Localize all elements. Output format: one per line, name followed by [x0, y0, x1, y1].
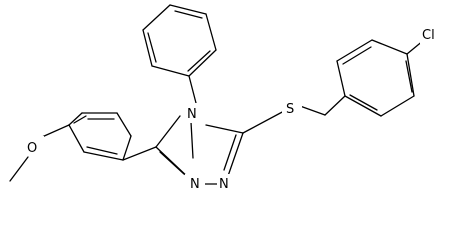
- bonds: [9, 4, 425, 185]
- molecule-diagram: Cl S N N N O: [9, 4, 442, 190]
- chlorine-label: Cl: [420, 24, 442, 44]
- chlorine-atom-text: Cl: [422, 28, 435, 43]
- sulfur-atom-text: S: [286, 102, 294, 117]
- n2-label: N: [185, 174, 205, 190]
- triazole-ring: [155, 75, 244, 185]
- oxygen-atom-text: O: [27, 141, 37, 156]
- chlorophenyl-ring: [336, 39, 425, 117]
- phenyl-ring: [142, 4, 217, 77]
- atom-labels: Cl S N N N O: [24, 24, 442, 190]
- n2-atom-text: N: [190, 177, 200, 190]
- sulfur-label: S: [282, 98, 302, 118]
- n4-label: N: [183, 103, 203, 123]
- n1-atom-text: N: [219, 177, 229, 190]
- methoxyphenyl-ring: [9, 112, 157, 182]
- benzyl-linker: [242, 95, 346, 134]
- n4-atom-text: N: [187, 107, 197, 122]
- oxygen-label: O: [24, 136, 44, 156]
- n1-label: N: [217, 174, 237, 190]
